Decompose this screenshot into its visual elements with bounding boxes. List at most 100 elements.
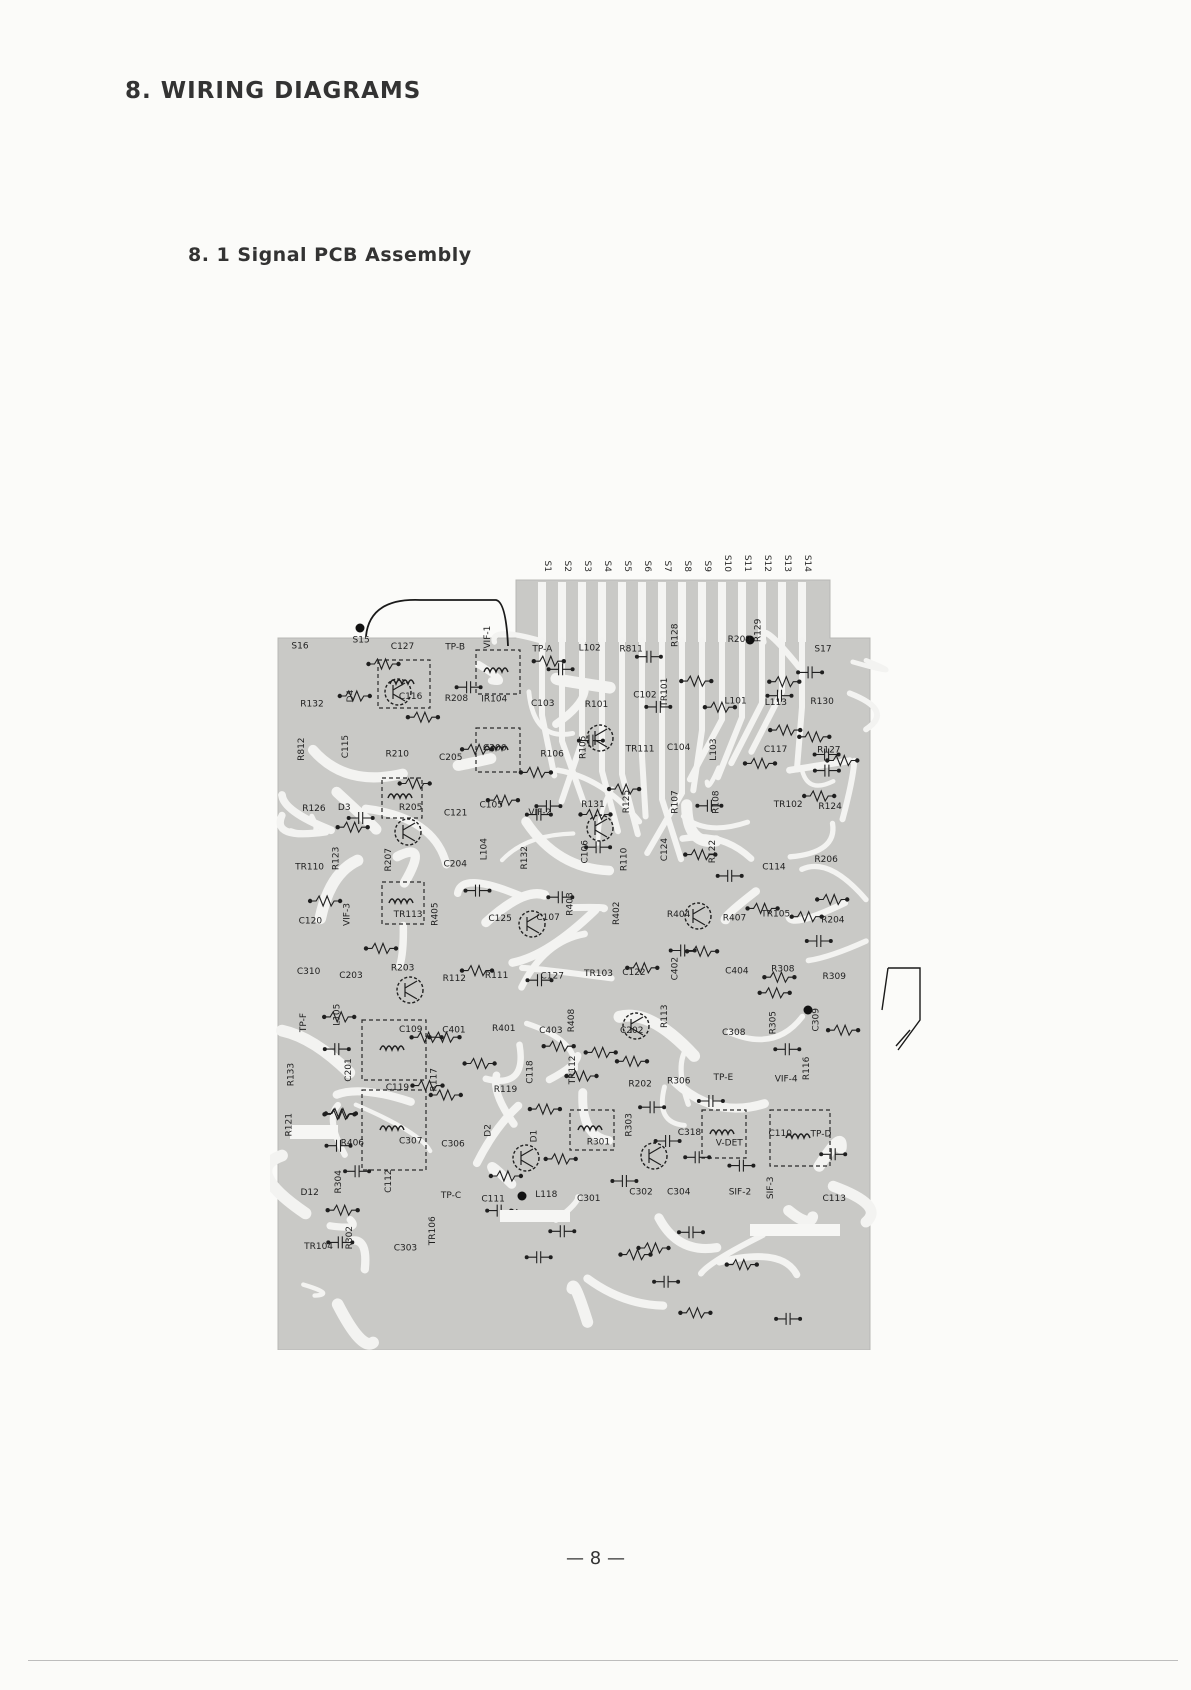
component-label: C403 [539,1026,562,1036]
resistor-symbol [490,1169,521,1183]
copper-trace [827,1180,877,1228]
solder-pad [549,978,554,983]
copper-trace [846,690,880,733]
component-label: R106 [540,749,564,759]
solder-pad [515,798,521,803]
solder-pad [557,1106,563,1112]
solder-pad [488,1173,494,1179]
shield-outline [377,659,431,709]
solder-pad [797,1047,802,1052]
component-label: C118 [526,1060,536,1084]
solder-pad [485,1208,490,1213]
component-label: R207 [384,848,394,871]
solder-pad [564,1073,569,1079]
copper-trace [850,658,889,673]
component-label: TR111 [625,744,655,754]
resistor-symbol [828,1023,859,1037]
solder-pad [610,1179,615,1183]
component-label: C301 [577,1194,600,1204]
solder-pad [518,770,524,775]
solder-pad [570,895,575,900]
solder-pad [836,752,841,757]
solder-pad [346,1047,351,1052]
solder-pad [825,758,830,763]
copper-trace [559,637,587,805]
copper-trace [329,1101,348,1158]
capacitor-symbol [814,748,839,761]
coil-symbol [388,898,414,905]
component-label: TP-D [810,1130,832,1140]
copper-trace [698,1232,766,1277]
transistor-symbol [512,1144,540,1172]
solder-pad [714,949,720,954]
copper-trace [452,753,497,771]
capacitor-symbol [456,681,481,694]
solder-pad [571,1044,576,1049]
capacitor-symbol [328,1236,353,1249]
solder-pad [548,812,553,817]
solder-pad [707,1155,712,1160]
connector-pin-label: S8 [682,561,692,573]
solder-pad [787,990,792,995]
component-label: C114 [762,863,786,873]
component-label: R408 [567,1008,577,1032]
capacitor-symbol [345,1165,370,1178]
component-label: R126 [302,804,326,814]
coil-symbol [389,679,415,686]
component-label: R122 [708,840,718,863]
solder-pad [696,1099,701,1103]
solder-pad [608,845,613,850]
component-label: D3 [338,803,351,813]
component-label: C116 [399,692,423,702]
component-label: R301 [587,1138,610,1148]
solder-pad [326,1240,331,1245]
solder-pad [754,1262,759,1267]
component-label: C102 [633,690,656,700]
component-label: R811 [619,645,642,655]
capacitor-symbol [646,700,671,713]
copper-trace [270,1149,312,1220]
solder-pad [653,1139,658,1143]
component-label: R303 [625,1113,635,1136]
shield-outline [569,1109,615,1151]
component-label: R110 [620,847,630,871]
solder-pad [543,1156,548,1162]
resistor-symbol [327,1203,358,1217]
component-label: C309 [812,1008,822,1032]
copper-trace [728,637,765,767]
component-label: L105 [333,1004,343,1026]
solder-pad [662,1105,667,1110]
component-label: C119 [386,1083,410,1093]
copper-trace [558,637,585,805]
resistor-symbol [487,793,518,807]
component-label: C304 [667,1188,691,1198]
solder-pad [677,1139,682,1143]
solder-pad [454,685,459,690]
component-label: TR104 [303,1242,333,1252]
component-label: R403 [565,892,575,915]
component-label: C404 [725,967,749,977]
connector-finger [798,582,806,642]
component-label: VIF-2 [528,808,551,818]
solder-pad [638,1105,643,1110]
connector-finger [598,582,606,642]
transistor-leads [594,728,608,748]
component-label: L118 [535,1190,557,1200]
resistor-symbol [462,964,492,978]
component-label: C105 [480,800,503,810]
copper-trace [805,938,869,964]
capacitor-symbol [465,884,490,897]
component-label: R129 [753,618,763,642]
solder-pad [439,1035,444,1040]
component-label: R306 [667,1077,691,1087]
component-label: R108 [711,790,721,814]
component-label: D1 [530,1130,540,1143]
copper-trace [472,1101,523,1168]
solder-pad [324,1143,329,1148]
blank-patch [750,1224,840,1236]
component-label: TR101 [660,678,670,708]
capacitor-symbol [324,1043,349,1056]
solder-pad [676,1279,681,1284]
component-label: R117 [429,1068,439,1091]
component-label: SIF-2 [729,1188,752,1198]
